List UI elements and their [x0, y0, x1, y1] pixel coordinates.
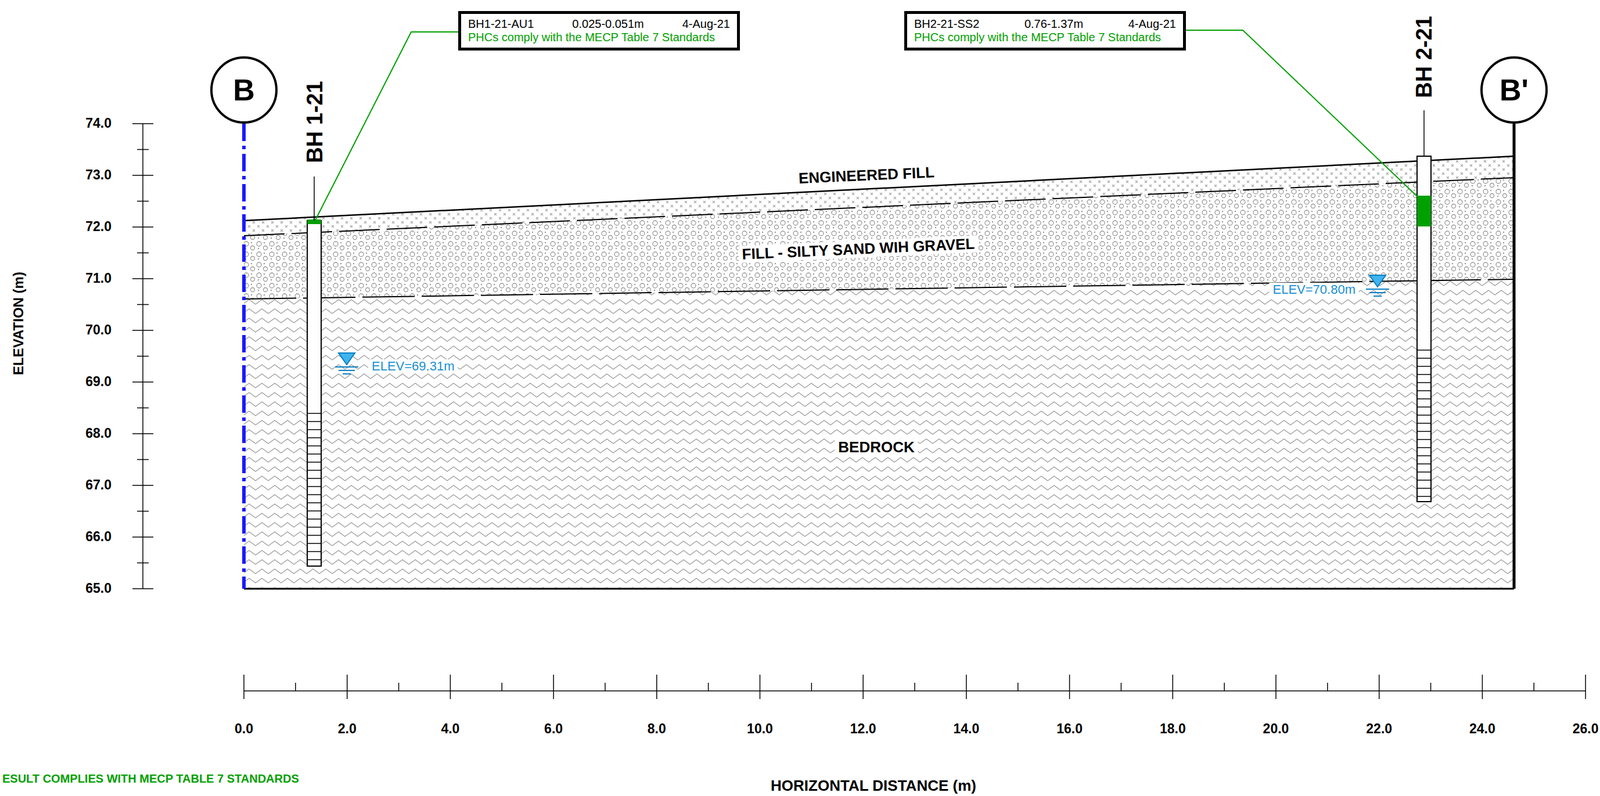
node-text: 0.025-0.051m: [572, 17, 644, 31]
section-marker: B: [210, 56, 278, 124]
label: 18.0: [1159, 721, 1186, 737]
label: 2.0: [338, 721, 357, 737]
label: 74.0: [85, 116, 112, 131]
label: 20.0: [1263, 721, 1290, 737]
result-callout: BH2-21-SS2 0.76-1.37m 4-Aug-21PHCs comply …: [904, 11, 1186, 51]
node-text: 0.76-1.37m: [1024, 17, 1084, 31]
node-text: BH1-21-AU1: [468, 17, 534, 31]
node-text: B: [232, 72, 255, 108]
label: BH 1-21: [303, 80, 328, 164]
label: ELEV=70.80m: [1269, 282, 1359, 297]
label: 66.0: [85, 529, 112, 545]
label: 4.0: [440, 721, 460, 737]
label: 65.0: [85, 581, 112, 596]
label: 12.0: [850, 721, 877, 737]
label: 8.0: [647, 721, 667, 737]
label: ELEV=69.31m: [368, 359, 458, 374]
node-text: B': [1499, 72, 1529, 108]
label: 73.0: [85, 167, 112, 183]
label: 10.0: [746, 721, 773, 737]
label: ENGINEERED FILL: [794, 163, 938, 188]
label: ESULT COMPLIES WITH MECP TABLE 7 STANDAR…: [2, 772, 300, 786]
label: HORIZONTAL DISTANCE (m): [770, 777, 977, 795]
label: 0.0: [234, 721, 254, 737]
label: 24.0: [1469, 721, 1496, 737]
node-text: 4-Aug-21: [682, 17, 731, 31]
result-callout: BH1-21-AU1 0.025-0.051m 4-Aug-21PHCs compl…: [458, 11, 740, 51]
label: ELEVATION (m): [11, 271, 27, 376]
label: 71.0: [85, 271, 112, 286]
label: 22.0: [1365, 721, 1393, 737]
label: BEDROCK: [834, 439, 918, 456]
label: 70.0: [85, 322, 112, 338]
section-marker: B': [1480, 56, 1548, 124]
node-text: BH2-21-SS2: [914, 17, 980, 31]
label: BH 2-21: [1412, 15, 1437, 99]
label: 69.0: [85, 374, 112, 390]
node-text: PHCs comply with the MECP Table 7 Standa…: [914, 30, 1161, 45]
label: 6.0: [544, 721, 563, 737]
label: 14.0: [953, 721, 980, 737]
node-text: 4-Aug-21: [1128, 17, 1177, 31]
label: 26.0: [1572, 721, 1599, 737]
label: 72.0: [85, 219, 112, 235]
label: 16.0: [1056, 721, 1083, 737]
node-text: PHCs comply with the MECP Table 7 Standa…: [468, 30, 715, 45]
label: 67.0: [85, 477, 112, 493]
label: 68.0: [85, 426, 112, 441]
